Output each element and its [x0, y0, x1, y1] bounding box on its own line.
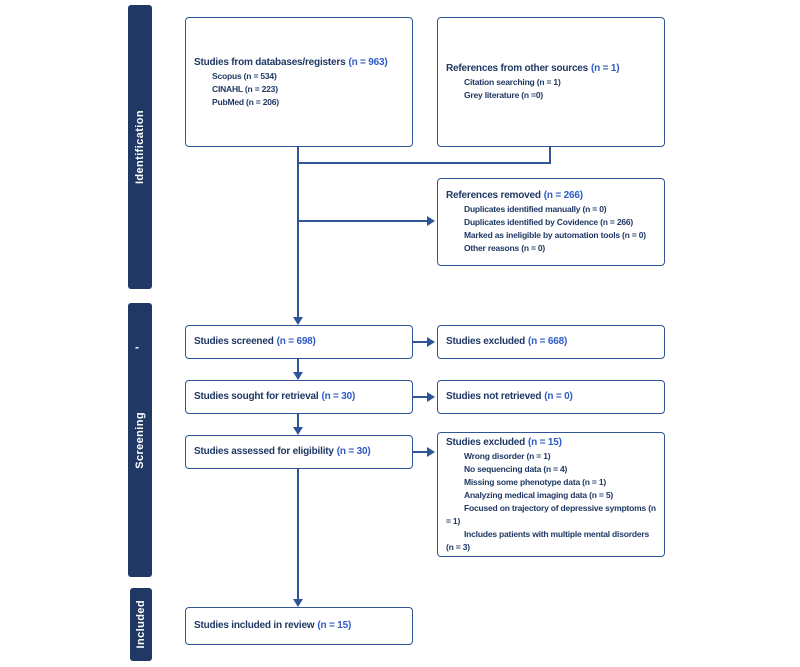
box-title-text: Studies included in review — [194, 620, 315, 631]
list-item: Includes patients with multiple mental d… — [446, 528, 649, 552]
box-count: (n = 15) — [528, 436, 562, 448]
box-title: References from other sources(n = 1) — [446, 62, 656, 76]
box-title-text: Studies excluded — [446, 336, 526, 347]
stage-bar-identification: Identification — [128, 5, 152, 289]
connector-assessed-excluded — [413, 451, 427, 453]
list-item: No sequencing data (n = 4) — [464, 463, 568, 474]
box-count: (n = 698) — [276, 336, 316, 347]
box-title-text: References removed — [446, 190, 541, 201]
stage-bar-screening: Screening — [128, 303, 152, 577]
screening-dash-mark: - — [135, 340, 139, 354]
box-studies-screened: Studies screened(n = 698) — [185, 325, 413, 359]
connector-assessed-included — [297, 469, 299, 599]
connector-sought-assessed — [297, 414, 299, 427]
connector-sought-notretrieved — [413, 396, 427, 398]
box-count: (n = 668) — [528, 336, 568, 347]
connector-main-vertical — [297, 147, 299, 317]
box-title: Studies included in review(n = 15) — [194, 619, 404, 633]
arrowhead-to-assessed — [293, 427, 303, 435]
box-title-text: Studies assessed for eligibility — [194, 446, 334, 457]
list-item: Citation searching (n = 1) — [464, 77, 561, 87]
box-title-text: Studies screened — [194, 336, 274, 347]
list-item: Missing some phenotype data (n = 1) — [464, 476, 607, 487]
arrowhead-to-removed — [427, 216, 435, 226]
list-item: Duplicates identified by Covidence (n = … — [464, 217, 634, 227]
box-title: Studies excluded(n = 15) — [446, 436, 656, 450]
box-count: (n = 30) — [321, 391, 356, 402]
box-title-text: Studies excluded — [446, 436, 526, 448]
box-title: Studies sought for retrieval(n = 30) — [194, 390, 404, 404]
box-studies-assessed-eligibility: Studies assessed for eligibility(n = 30) — [185, 435, 413, 469]
list-item: Scopus (n = 534) — [212, 70, 277, 81]
list-item: Duplicates identified manually (n = 0) — [464, 204, 607, 214]
stage-label-screening: Screening — [134, 411, 146, 469]
box-title: References removed(n = 266) — [446, 189, 656, 203]
box-count: (n = 963) — [348, 56, 388, 68]
list-item: Grey literature (n =0) — [464, 90, 543, 100]
box-count: (n = 30) — [336, 446, 371, 457]
box-title: Studies screened(n = 698) — [194, 335, 404, 349]
box-studies-not-retrieved: Studies not retrieved(n = 0) — [437, 380, 665, 414]
arrowhead-to-screened — [293, 317, 303, 325]
arrowhead-to-excluded-eligibility — [427, 447, 435, 457]
box-title: Studies from databases/registers(n = 963… — [194, 56, 404, 70]
list-item: Focused on trajectory of depressive symp… — [446, 502, 656, 526]
box-count: (n = 15) — [317, 620, 352, 631]
stage-bar-included: Included — [130, 588, 152, 661]
connector-branch-removed — [298, 220, 427, 222]
list-item: Wrong disorder (n = 1) — [464, 450, 551, 461]
arrowhead-to-included — [293, 599, 303, 607]
box-studies-sought-retrieval: Studies sought for retrieval(n = 30) — [185, 380, 413, 414]
connector-merge-horizontal — [297, 162, 551, 164]
box-studies-included-review: Studies included in review(n = 15) — [185, 607, 413, 645]
box-studies-excluded-screening: Studies excluded(n = 668) — [437, 325, 665, 359]
box-references-other-sources: References from other sources(n = 1) Cit… — [437, 17, 665, 147]
box-title-text: References from other sources — [446, 63, 589, 74]
arrowhead-to-not-retrieved — [427, 392, 435, 402]
arrowhead-to-excluded-screening — [427, 337, 435, 347]
box-count: (n = 266) — [543, 190, 583, 201]
box-title-text: Studies sought for retrieval — [194, 391, 319, 402]
box-count: (n = 0) — [544, 391, 573, 402]
box-title: Studies assessed for eligibility(n = 30) — [194, 445, 404, 459]
box-title: Studies not retrieved(n = 0) — [446, 390, 656, 404]
box-count: (n = 1) — [591, 63, 620, 74]
list-item: PubMed (n = 206) — [212, 96, 279, 107]
list-item: Analyzing medical imaging data (n = 5) — [464, 489, 613, 500]
connector-screened-sought — [297, 359, 299, 372]
stage-label-identification: Identification — [134, 109, 146, 185]
box-title: Studies excluded(n = 668) — [446, 335, 656, 349]
list-item: Other reasons (n = 0) — [464, 243, 546, 253]
connector-screened-excluded — [413, 341, 427, 343]
box-references-removed: References removed(n = 266) Duplicates i… — [437, 178, 665, 266]
connector-othersources-down — [549, 147, 551, 164]
box-title-text: Studies not retrieved — [446, 391, 542, 402]
box-studies-from-databases: Studies from databases/registers(n = 963… — [185, 17, 413, 147]
box-studies-excluded-eligibility: Studies excluded(n = 15) Wrong disorder … — [437, 432, 665, 557]
stage-label-included: Included — [135, 600, 147, 649]
box-title-text: Studies from databases/registers — [194, 56, 346, 68]
arrowhead-to-sought — [293, 372, 303, 380]
list-item: CINAHL (n = 223) — [212, 83, 278, 94]
list-item: Marked as ineligible by automation tools… — [464, 230, 646, 240]
